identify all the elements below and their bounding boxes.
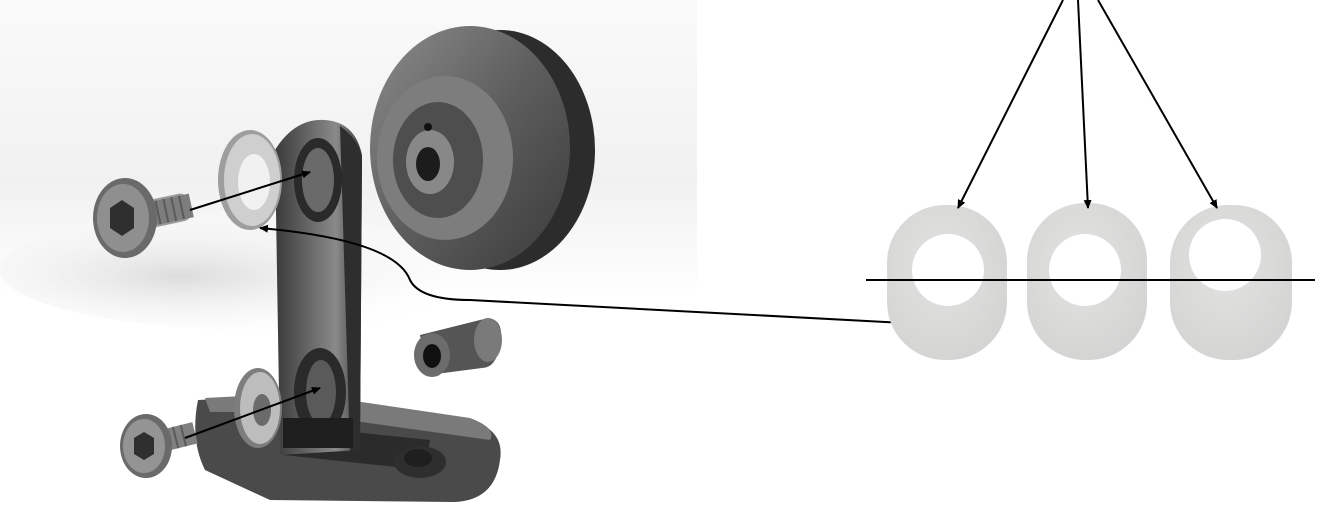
bushing-icon — [414, 318, 502, 377]
washer-variant-1 — [887, 205, 1007, 360]
washer-variants — [887, 203, 1292, 360]
washer-variant-2 — [1027, 203, 1147, 360]
bracket-icon — [275, 120, 362, 455]
washer-icon — [218, 130, 282, 230]
arrow-to-variant-1 — [958, 0, 1063, 208]
washer-variant-3 — [1170, 205, 1292, 360]
arrow-to-variant-2 — [1078, 0, 1088, 208]
fanout-arrows — [958, 0, 1217, 208]
lower-screw-icon — [120, 414, 198, 478]
pulley-icon — [370, 26, 595, 270]
lower-washer-icon — [234, 368, 282, 448]
arrow-to-variant-3 — [1098, 0, 1217, 208]
